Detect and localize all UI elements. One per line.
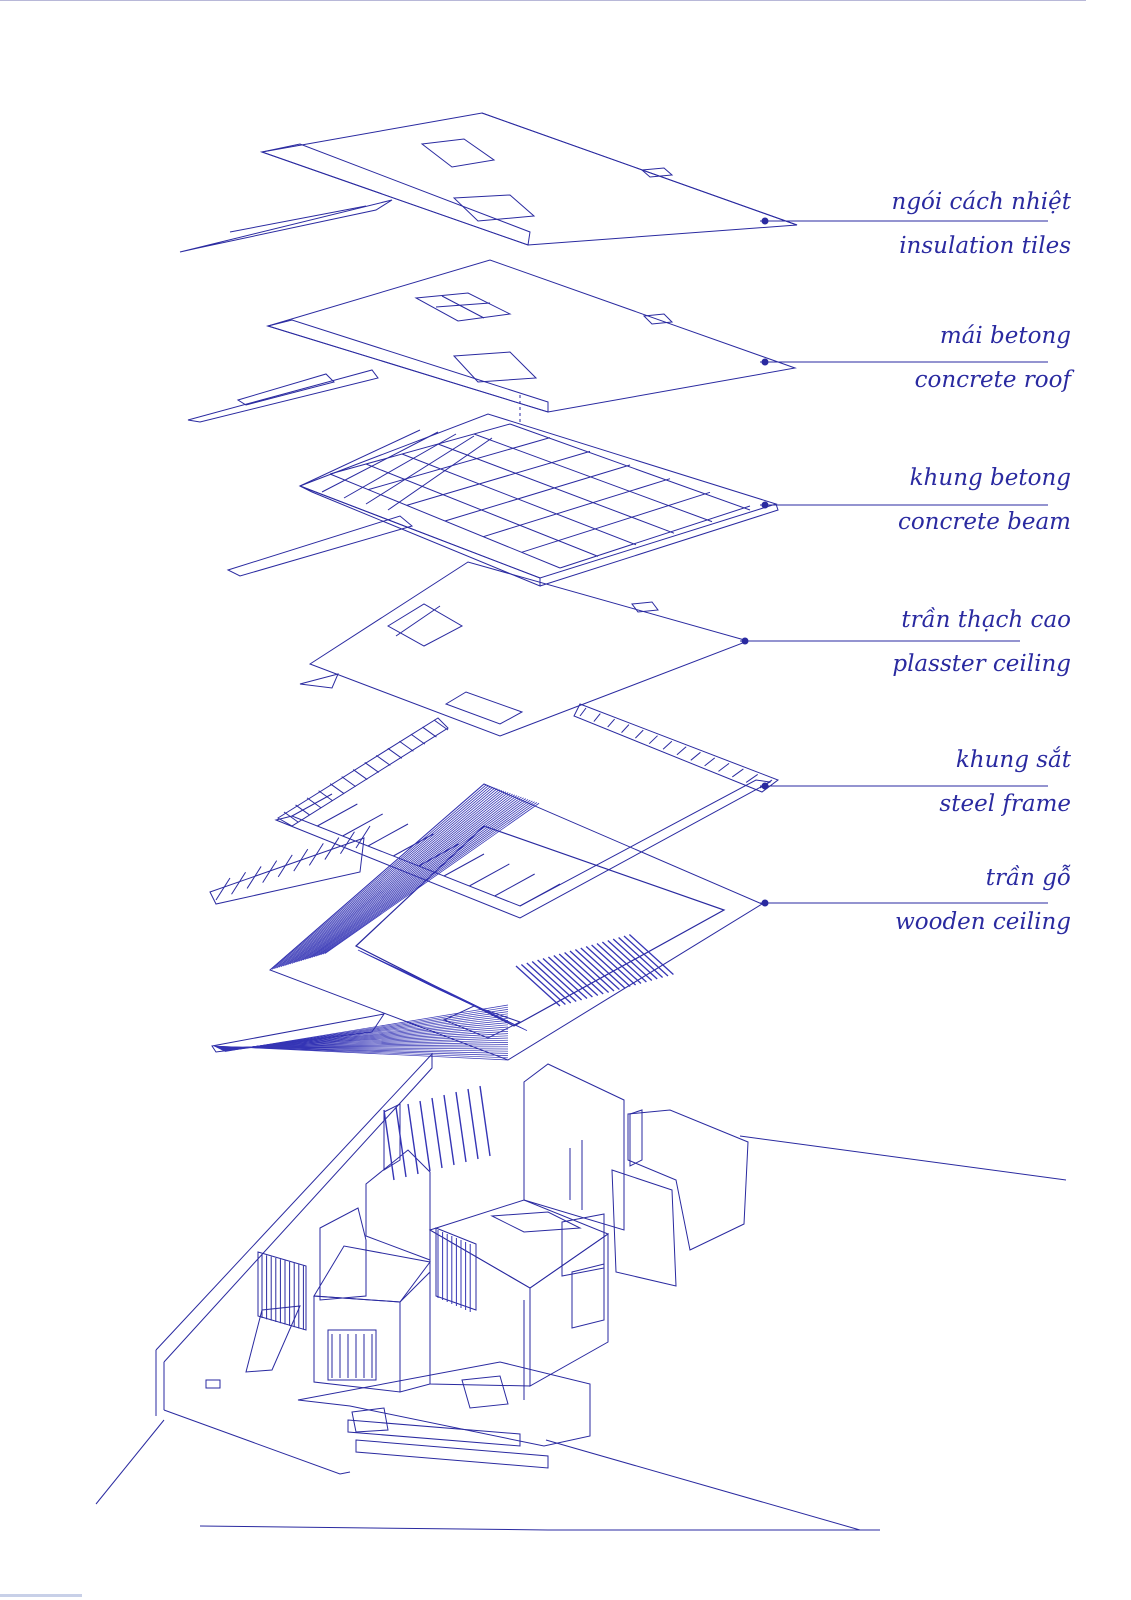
callout-concrete-roof: mái betong concrete roof — [915, 314, 1071, 402]
label-vi: mái betong — [939, 323, 1071, 349]
label-en: concrete beam — [897, 509, 1071, 535]
layer-insulation-tiles — [179, 112, 1048, 253]
label-vi: trần thạch cao — [901, 607, 1071, 633]
label-vi: khung betong — [909, 465, 1071, 491]
label-en: plasster ceiling — [892, 651, 1071, 677]
label-vi: ngói cách nhiệt — [891, 189, 1072, 215]
layer-concrete-roof — [187, 259, 1048, 423]
label-en: insulation tiles — [899, 233, 1071, 259]
callout-insulation-tiles: ngói cách nhiệt insulation tiles — [892, 180, 1072, 268]
label-en: concrete roof — [914, 367, 1071, 393]
label-vi: trần gỗ — [985, 865, 1071, 891]
layer-wooden-ceiling — [211, 783, 1048, 1061]
top-rule — [0, 0, 1086, 1]
callout-wooden-ceiling: trần gỗ wooden ceiling — [895, 856, 1071, 944]
callout-concrete-beam: khung betong concrete beam — [898, 456, 1071, 544]
label-vi: khung sắt — [955, 747, 1071, 773]
label-en: steel frame — [939, 791, 1071, 817]
building-base — [95, 1052, 1067, 1531]
layer-concrete-beam — [226, 413, 1048, 587]
label-en: wooden ceiling — [895, 909, 1071, 935]
callout-plaster-ceiling: trần thạch cao plasster ceiling — [892, 598, 1071, 686]
callout-steel-frame: khung sắt steel frame — [939, 738, 1071, 826]
layer-plaster-ceiling — [299, 561, 1020, 737]
bottom-mark — [0, 1594, 82, 1597]
layer-steel-frame — [209, 703, 1048, 919]
